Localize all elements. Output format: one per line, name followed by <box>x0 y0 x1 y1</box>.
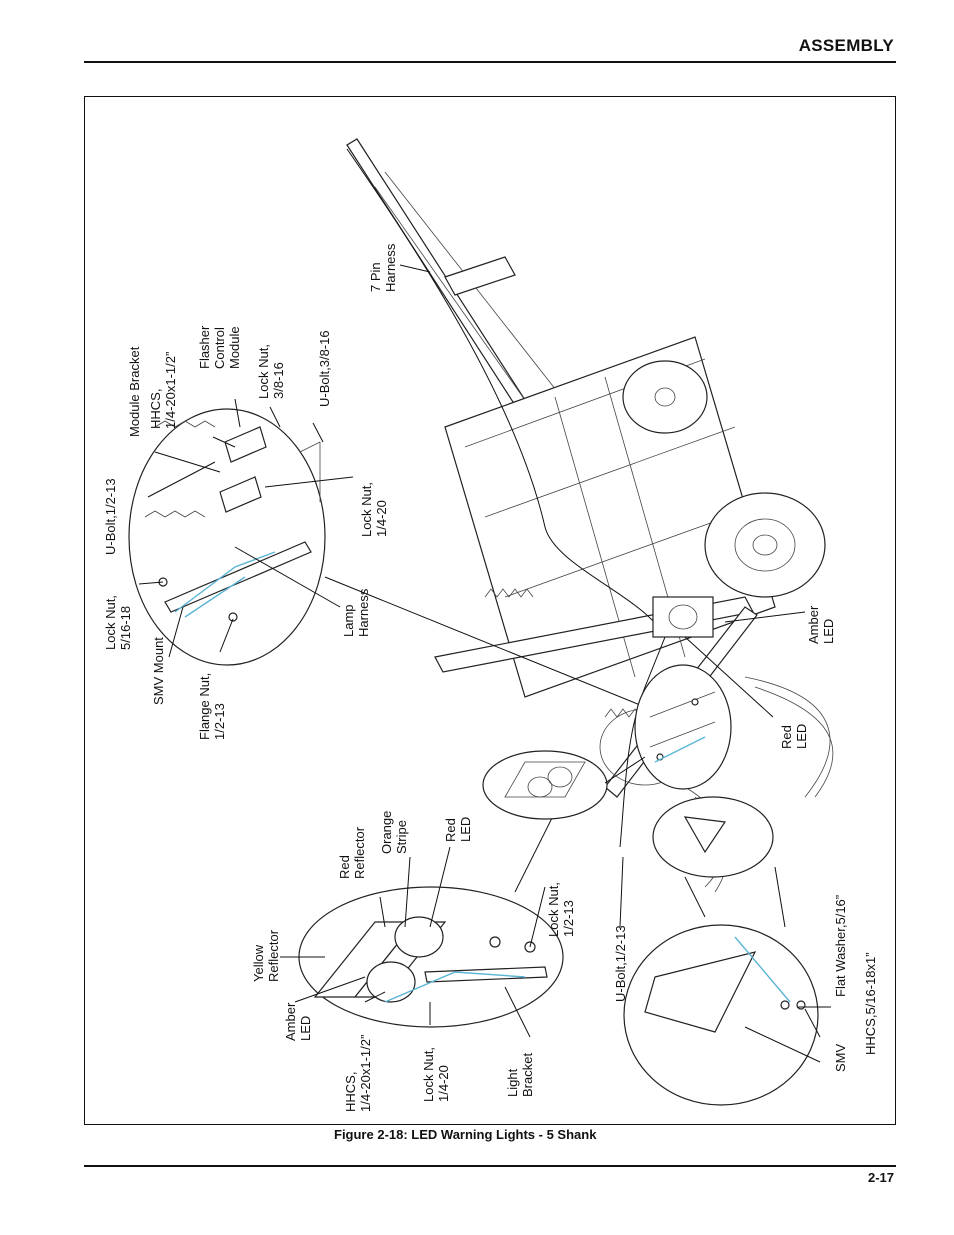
label-u-bolt-1-2-bottom: U-Bolt,1/2-13 <box>613 925 628 1002</box>
label-amber-led-right: Amber LED <box>806 602 836 644</box>
label-hhcs-bottom: HHCS, 1/4-20x1-1/2” <box>343 1035 373 1112</box>
label-7-pin-harness: 7 Pin Harness <box>368 243 398 292</box>
label-lamp-harness: Lamp Harness <box>341 588 371 637</box>
label-flasher-control-module: Flasher Control Module <box>197 322 242 369</box>
label-red-led-right: Red LED <box>779 722 809 749</box>
header-rule <box>84 61 896 63</box>
label-hhcs-smv: HHCS,5/16-18x1” <box>863 952 878 1055</box>
page-number: 2-17 <box>867 1170 894 1185</box>
label-red-led-mid: Red LED <box>443 815 473 842</box>
label-hhcs-top: HHCS, 1/4-20x1-1/2” <box>148 352 178 429</box>
label-smv-mount: SMV Mount <box>151 637 166 705</box>
label-lock-nut-1-2: Lock Nut, 1/2-13 <box>546 878 576 937</box>
label-orange-stripe: Orange Stripe <box>379 807 409 854</box>
reflector-mount-detail <box>482 750 646 820</box>
section-title: ASSEMBLY <box>798 36 894 55</box>
exploded-assembly-diagram: 7 Pin Harness Flasher Control Module Loc… <box>103 138 878 1112</box>
label-module-bracket: Module Bracket <box>127 346 142 437</box>
label-u-bolt-3-8: U-Bolt,3/8-16 <box>317 330 332 407</box>
module-detail-callout <box>128 408 646 708</box>
leader-lines <box>138 264 831 1063</box>
smv-detail-callout <box>623 796 819 1106</box>
label-flange-nut: Flange Nut, 1/2-13 <box>197 669 227 740</box>
labels: 7 Pin Harness Flasher Control Module Loc… <box>103 243 878 1112</box>
footer-rule <box>84 1165 896 1167</box>
label-u-bolt-1-2-top: U-Bolt,1/2-13 <box>103 478 118 555</box>
label-lock-nut-1-4-top: Lock Nut, 1/4-20 <box>359 478 389 537</box>
label-yellow-reflector: Yellow Reflector <box>251 929 281 982</box>
label-smv: SMV <box>833 1044 848 1073</box>
label-lock-nut-5-16: Lock Nut, 5/16-18 <box>103 591 133 650</box>
label-flat-washer: Flat Washer,5/16” <box>833 895 848 997</box>
label-red-reflector: Red Reflector <box>337 826 367 879</box>
label-light-bracket: Light Bracket <box>505 1053 535 1097</box>
rear-light-detail <box>634 596 732 790</box>
label-lock-nut-1-4-bottom: Lock Nut, 1/4-20 <box>421 1043 451 1102</box>
label-lock-nut-3-8: Lock Nut, 3/8-16 <box>256 340 286 399</box>
figure-frame: 7 Pin Harness Flasher Control Module Loc… <box>84 96 896 1125</box>
figure-caption: Figure 2-18: LED Warning Lights - 5 Shan… <box>334 1127 597 1142</box>
light-bracket-detail-callout <box>298 811 564 1028</box>
label-amber-led-left: Amber LED <box>283 999 313 1041</box>
